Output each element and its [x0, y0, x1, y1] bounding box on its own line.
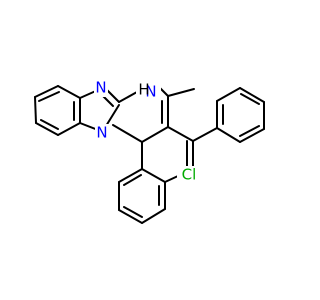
molecule-structure-diagram: N N H N O Cl [34, 79, 265, 224]
bond [216, 87, 241, 102]
bond [239, 125, 260, 137]
bond [240, 93, 260, 105]
bond [167, 88, 195, 97]
bond [105, 88, 120, 103]
bond [192, 127, 218, 142]
bond [112, 124, 143, 143]
bond [216, 127, 241, 143]
bond [34, 85, 59, 98]
bond [141, 208, 166, 224]
bond [239, 87, 265, 103]
bond [118, 209, 143, 224]
bond [164, 175, 179, 183]
bond [123, 206, 143, 218]
label-background [94, 79, 108, 97]
bond [118, 168, 143, 183]
bond [123, 174, 142, 186]
bond [118, 91, 138, 103]
bond [38, 91, 60, 102]
bond-lines [34, 85, 265, 224]
bond [167, 126, 194, 142]
bond [57, 85, 81, 99]
bond [239, 128, 265, 143]
bond [35, 122, 59, 136]
bond [40, 119, 59, 130]
atom-chlorine: Cl [182, 166, 197, 184]
bond [34, 96, 37, 124]
label-background [177, 166, 199, 184]
atom-h: H [138, 81, 149, 99]
bond [141, 126, 169, 143]
bond [57, 122, 81, 136]
atom-n-h: N [145, 83, 156, 101]
atom-labels: N N H N O Cl [94, 79, 199, 186]
atom-n-ring: N [96, 124, 107, 142]
bond [105, 104, 120, 127]
label-background [136, 81, 161, 99]
atom-n-imine: N [95, 79, 106, 97]
label-background [95, 124, 109, 142]
bond [141, 168, 166, 183]
